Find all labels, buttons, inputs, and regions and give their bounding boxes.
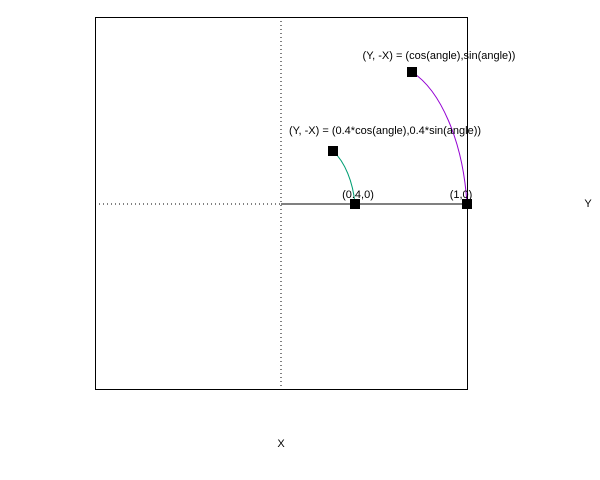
label-outer-end: (Y, -X) = (cos(angle),sin(angle)): [363, 50, 516, 62]
label-outer-start: (1,0): [450, 189, 473, 201]
outer-arc: [411, 71, 468, 205]
marker-inner-start: [350, 199, 360, 209]
y-axis-label: Y: [584, 198, 592, 210]
marker-outer-end: [407, 67, 417, 77]
marker-outer-start: [462, 199, 472, 209]
x-axis-label: X: [277, 438, 285, 450]
label-inner-start: (0.4,0): [342, 189, 374, 201]
marker-inner-end: [328, 146, 338, 156]
label-inner-end: (Y, -X) = (0.4*cos(angle),0.4*sin(angle)…: [289, 125, 481, 137]
